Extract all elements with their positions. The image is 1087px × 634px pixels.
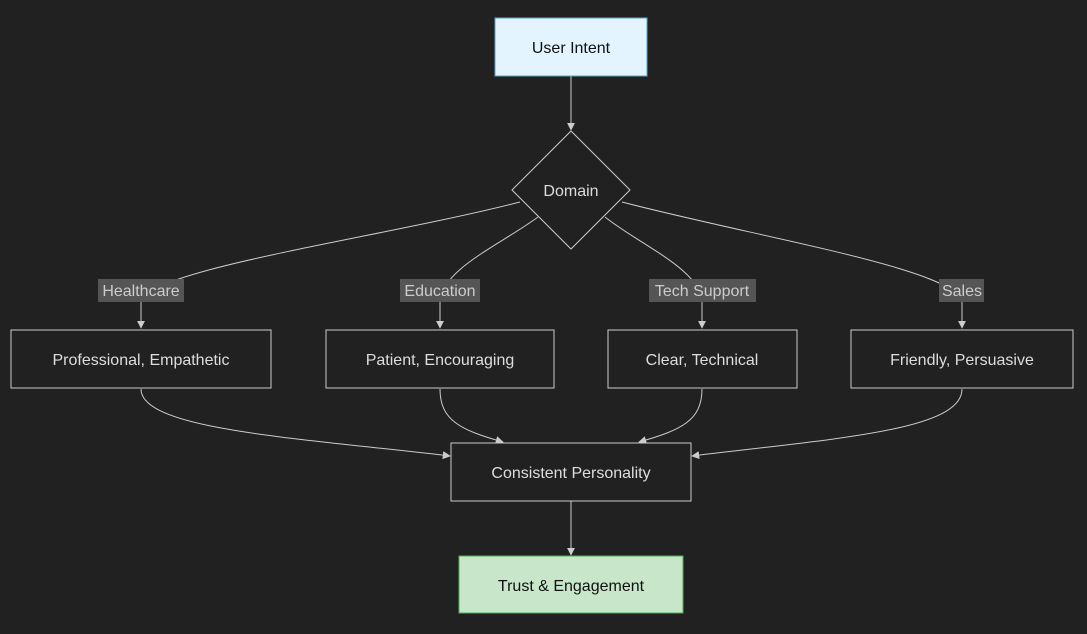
node-domain-decision: Domain — [511, 130, 631, 250]
node-professional-empathetic-label: Professional, Empathetic — [53, 352, 230, 369]
node-user-intent: User Intent — [494, 17, 648, 77]
edge-label-education-text: Education — [404, 283, 475, 300]
edge-label-education: Education — [400, 279, 480, 302]
edge-domain-to-patient — [436, 216, 539, 329]
edge-label-sales: Sales — [939, 279, 984, 302]
node-user-intent-label: User Intent — [532, 40, 611, 57]
node-professional-empathetic: Professional, Empathetic — [10, 329, 272, 389]
edge-domain-to-professional — [137, 201, 521, 329]
edge-label-healthcare-text: Healthcare — [102, 283, 179, 300]
node-clear-technical: Clear, Technical — [607, 329, 798, 389]
edge-label-tech-support-text: Tech Support — [655, 283, 750, 300]
node-patient-encouraging: Patient, Encouraging — [325, 329, 555, 389]
node-friendly-persuasive-label: Friendly, Persuasive — [890, 352, 1034, 369]
edge-label-tech-support: Tech Support — [649, 279, 756, 302]
edge-professional-to-consistent — [140, 388, 451, 460]
edge-clear-to-consistent — [638, 388, 703, 444]
node-consistent-personality-label: Consistent Personality — [491, 465, 650, 482]
node-friendly-persuasive: Friendly, Persuasive — [850, 329, 1074, 389]
node-trust-engagement: Trust & Engagement — [458, 555, 684, 614]
edge-label-healthcare: Healthcare — [98, 279, 184, 302]
edge-label-sales-text: Sales — [942, 283, 982, 300]
edge-friendly-to-consistent — [691, 388, 963, 460]
edge-domain-to-clear — [604, 216, 706, 329]
node-patient-encouraging-label: Patient, Encouraging — [366, 352, 515, 369]
edge-domain-to-friendly — [621, 201, 966, 329]
node-consistent-personality: Consistent Personality — [450, 442, 692, 502]
node-clear-technical-label: Clear, Technical — [646, 352, 759, 369]
node-trust-engagement-label: Trust & Engagement — [498, 578, 645, 595]
node-domain-label: Domain — [543, 183, 598, 200]
edge-patient-to-consistent — [439, 388, 504, 444]
